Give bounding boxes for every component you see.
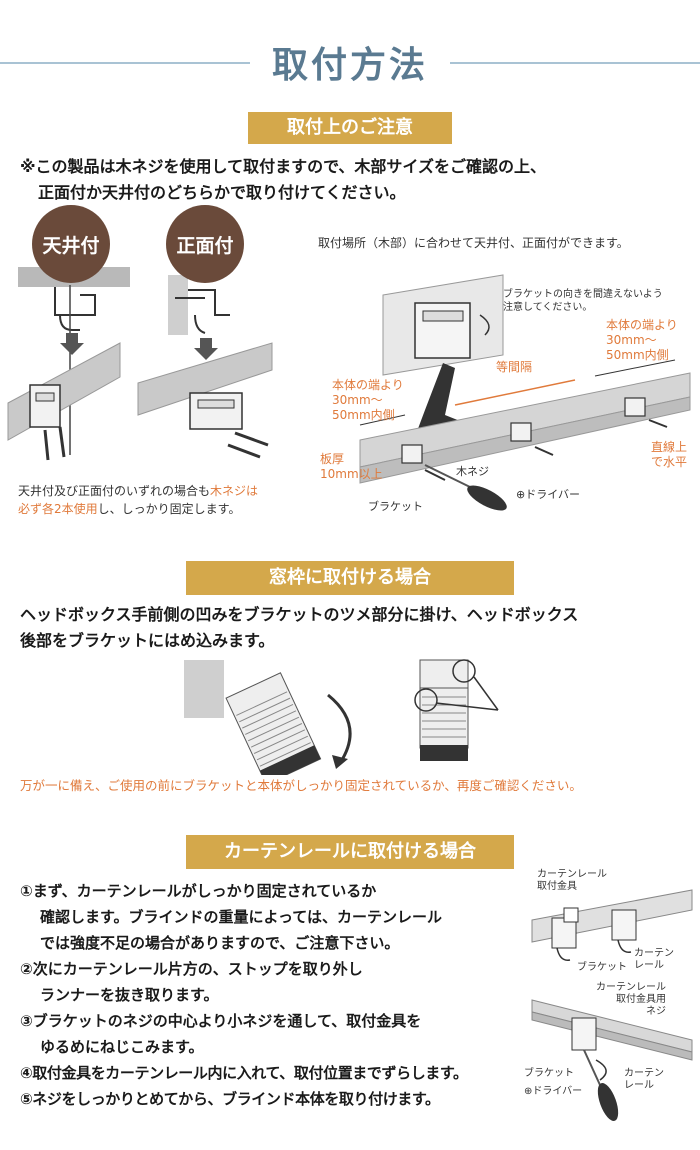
label-rail-fitting: カーテンレール取付金具 <box>537 869 607 892</box>
step-1-line-3: では強度不足の場合がありますので、ご注意下さい。 <box>40 934 400 952</box>
note-bracket-line-2: 注意してください。 <box>503 302 593 313</box>
label-straight-level: 直線上で水平 <box>651 440 688 469</box>
step-2-line-1: ②次にカーテンレール片方の、ストップを取り外し <box>20 960 363 978</box>
caption-screws-line-2: 必ず各2本使用し、しっかり固定します。 <box>18 502 241 516</box>
window-frame-text-1: ヘッドボックス手前側の凹みをブラケットのツメ部分に掛け、ヘッドボックス <box>20 605 579 624</box>
step-2-line-2: ランナーを抜き取ります。 <box>40 986 219 1004</box>
mount-illustration-right <box>359 274 691 511</box>
curtain-rail-illustration <box>531 889 693 1121</box>
step-5: ⑤ネジをしっかりとめてから、ブラインド本体を取り付けます。 <box>20 1090 440 1108</box>
intro-line-1: ※この製品は木ネジを使用して取付ますので、木部サイズをご確認の上、 <box>20 157 546 176</box>
window-frame-text-2: 後部をブラケットにはめ込みます。 <box>20 631 275 650</box>
title-rule-right <box>450 62 700 64</box>
badge-ceiling-mount: 天井付 <box>32 205 110 283</box>
badge-front-mount: 正面付 <box>166 205 244 283</box>
step-4: ④取付金具をカーテンレール内に入れて、取付位置までずらします。 <box>20 1064 468 1082</box>
step-3-line-1: ③ブラケットのネジの中心より小ネジを通して、取付金具を <box>20 1012 422 1030</box>
label-driver: ⊕ドライバー <box>516 488 580 501</box>
label-bracket-lower: ブラケット <box>524 1068 574 1079</box>
label-wood-screw: 木ネジ <box>456 465 489 478</box>
mount-illustration-left <box>7 267 273 461</box>
step-1-line-2: 確認します。ブラインドの重量によっては、カーテンレール <box>40 908 443 926</box>
label-driver-lower: ⊕ドライバー <box>524 1086 583 1097</box>
caption-screws-line-1: 天井付及び正面付のいずれの場合も木ネジは <box>18 484 259 498</box>
banner-window-frame: 窓枠に取付ける場合 <box>186 561 514 595</box>
label-equal-spacing: 等間隔 <box>496 360 533 374</box>
step-3-line-2: ゆるめにねじこみます。 <box>40 1038 204 1056</box>
banner-caution: 取付上のご注意 <box>248 112 452 144</box>
title-rule-left <box>0 62 250 64</box>
safety-warning: 万が一に備え、ご使用の前にブラケットと本体がしっかり固定されているか、再度ご確認… <box>20 778 582 793</box>
label-bracket: ブラケット <box>368 500 423 513</box>
label-fitting-screw: カーテンレール取付金具用ネジ <box>596 982 666 1017</box>
note-bracket-line-1: ブラケットの向きを間違えないよう <box>503 289 663 300</box>
step-1-line-1: ①まず、カーテンレールがしっかり固定されているか <box>20 882 377 900</box>
window-frame-illustration <box>184 659 499 775</box>
intro-line-2: 正面付か天井付のどちらかで取り付けてください。 <box>38 183 406 202</box>
page-title: 取付方法 <box>271 45 428 86</box>
label-bracket-rail: ブラケット <box>577 962 627 973</box>
banner-curtain-rail: カーテンレールに取付ける場合 <box>186 835 514 869</box>
mount-location-caption: 取付場所（木部）に合わせて天井付、正面付ができます。 <box>318 236 629 250</box>
label-curtain-rail: カーテンレール <box>634 948 674 971</box>
label-curtain-rail-lower: カーテンレール <box>624 1068 664 1091</box>
